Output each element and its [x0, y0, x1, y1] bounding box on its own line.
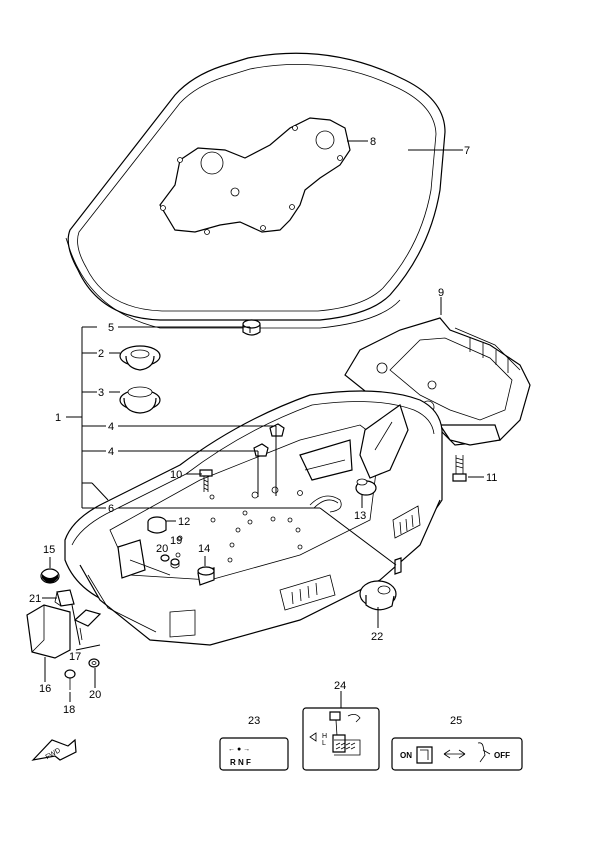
decal-24-l: L [322, 740, 326, 747]
grommet-2 [119, 345, 161, 371]
plug-5 [242, 319, 261, 336]
decal-23-arrows: ← ● → [228, 746, 250, 753]
clip-21 [54, 589, 75, 607]
callout-12: 12 [178, 516, 190, 528]
lower-cover [64, 390, 443, 646]
callout-25: 25 [450, 715, 462, 727]
callout-3: 3 [98, 387, 104, 399]
callout-17: 17 [69, 651, 81, 663]
callout-14: 14 [198, 543, 210, 555]
callout-4a: 4 [108, 421, 114, 433]
stopper-14 [197, 566, 215, 586]
damper-13 [355, 478, 377, 496]
decal-23: ← ● → R N F [219, 737, 289, 771]
callout-5: 5 [108, 322, 114, 334]
callout-23: 23 [248, 715, 260, 727]
lever-16 [26, 604, 71, 659]
damper-12 [147, 516, 167, 534]
callout-20a: 20 [156, 543, 168, 555]
leader-lines [42, 140, 484, 708]
callout-24: 24 [334, 680, 346, 692]
callout-8: 8 [370, 136, 376, 148]
callout-6: 6 [108, 503, 114, 515]
fwd-arrow-icon: FWD [31, 738, 77, 761]
callout-22: 22 [371, 631, 383, 643]
callout-21: 21 [29, 593, 41, 605]
plug-15 [40, 568, 60, 584]
decal-25-on: ON [400, 751, 412, 760]
washer-20b [88, 658, 100, 668]
grommet-22 [359, 580, 397, 611]
decal-23-letters: R N F [230, 758, 251, 767]
callout-10: 10 [170, 469, 182, 481]
callout-9: 9 [438, 287, 444, 299]
callout-18: 18 [63, 704, 75, 716]
decal-24-h: H [322, 733, 327, 740]
washer-19 [170, 558, 180, 569]
callout-4b: 4 [108, 446, 114, 458]
callout-20b: 20 [89, 689, 101, 701]
decal-24: H L [302, 707, 380, 771]
pin-right [394, 557, 402, 575]
callout-11: 11 [486, 472, 497, 484]
callout-19: 19 [170, 535, 182, 547]
callout-1: 1 [55, 412, 61, 424]
gasket-plate [159, 117, 351, 235]
decal-25: ON OFF [391, 737, 523, 771]
callout-15: 15 [43, 544, 55, 556]
callout-7: 7 [464, 145, 470, 157]
callout-16: 16 [39, 683, 51, 695]
plug-4a [269, 423, 285, 437]
decal-25-off: OFF [494, 751, 510, 760]
callout-2: 2 [98, 348, 104, 360]
callout-13: 13 [354, 510, 366, 522]
washer-20a [160, 554, 170, 562]
bolt-11 [452, 455, 467, 482]
callout-labels: 1 2 3 4 4 5 6 7 8 9 10 11 12 13 14 15 16… [29, 136, 497, 727]
grommet-3 [119, 386, 161, 414]
bolt-10 [199, 469, 213, 492]
lever-bracket-17 [73, 609, 102, 641]
screw-18 [64, 669, 76, 690]
